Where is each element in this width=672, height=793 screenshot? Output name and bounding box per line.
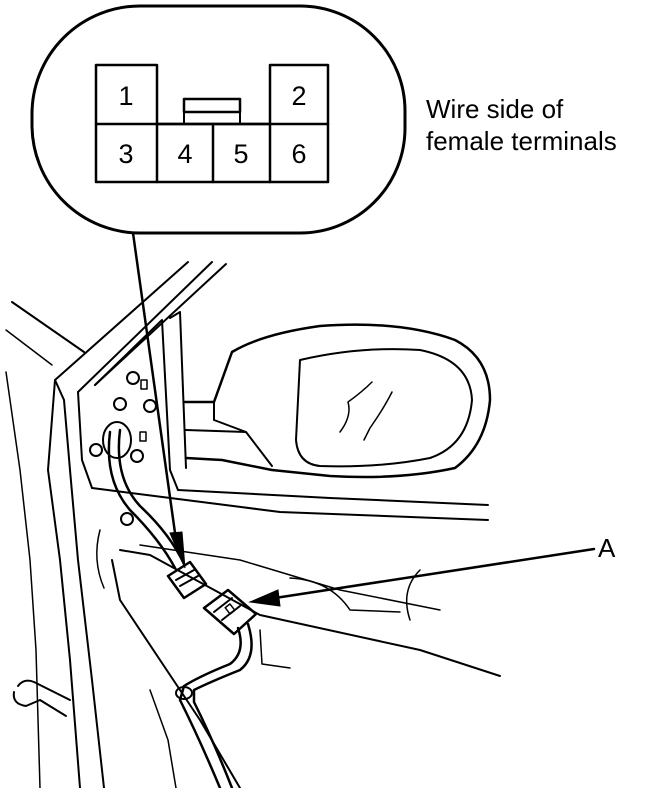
connector-face: 1 2 3 4 5 6	[94, 63, 330, 184]
lock-rod	[12, 691, 67, 717]
mount-slot	[139, 431, 147, 442]
panel-line	[96, 529, 105, 589]
panel-line	[405, 569, 421, 621]
connector-view-label-line2: female terminals	[426, 126, 617, 156]
lock-rod	[17, 679, 71, 701]
pin-6-label: 6	[291, 139, 306, 169]
mirror-glass	[295, 348, 473, 468]
mirror-mount	[94, 319, 179, 491]
mirror-housing	[183, 323, 492, 479]
frame-line	[54, 261, 189, 401]
bolt-icon	[130, 449, 144, 463]
frame-line	[11, 301, 85, 353]
bolt-icon	[113, 397, 127, 411]
pin-4-label: 4	[177, 139, 192, 169]
belt-line	[177, 489, 489, 506]
frame-line	[77, 261, 213, 393]
mount-slot	[140, 379, 148, 390]
connector-a	[202, 588, 258, 636]
locking-tab	[182, 97, 242, 114]
mirror-reflection	[339, 381, 373, 433]
trim-line	[119, 549, 501, 677]
trim-line	[259, 629, 291, 669]
body-line	[5, 371, 41, 789]
wire-clip	[175, 686, 193, 700]
door-illustration	[5, 261, 501, 790]
bolt-icon	[126, 371, 140, 385]
mirror-reflection	[363, 391, 393, 441]
panel-line	[289, 577, 401, 613]
grommet	[102, 421, 132, 459]
belt-line	[91, 487, 489, 521]
mirror-connector	[166, 560, 208, 600]
pin-2-label: 2	[291, 81, 306, 111]
frame-line	[5, 329, 53, 366]
inset-leader-arrow	[131, 231, 186, 569]
door-edge	[63, 399, 105, 789]
clip-icon	[120, 512, 134, 526]
mirror-mount	[77, 391, 93, 489]
panel-line	[139, 544, 441, 611]
wire-harness	[178, 626, 242, 790]
wire-harness	[107, 430, 177, 570]
mirror-base	[213, 401, 247, 433]
connector-housing	[94, 63, 330, 184]
callout-a-leader	[248, 547, 596, 607]
pin-5-label: 5	[233, 139, 248, 169]
pin-1-label: 1	[118, 81, 133, 111]
bolt-icon	[143, 399, 157, 413]
inset-bubble-outline	[30, 4, 407, 235]
callout-a-label: A	[598, 533, 616, 563]
connector-inset: 1 2 3 4 5 6	[30, 4, 407, 235]
mirror-mount	[169, 311, 187, 469]
trim-line	[149, 689, 177, 789]
wire-harness	[117, 428, 186, 566]
bolt-icon	[89, 443, 103, 457]
wire-harness	[192, 622, 253, 790]
connector-view-label-line1: Wire side of	[426, 94, 564, 124]
door-edge	[47, 379, 81, 789]
pin-3-label: 3	[118, 139, 133, 169]
